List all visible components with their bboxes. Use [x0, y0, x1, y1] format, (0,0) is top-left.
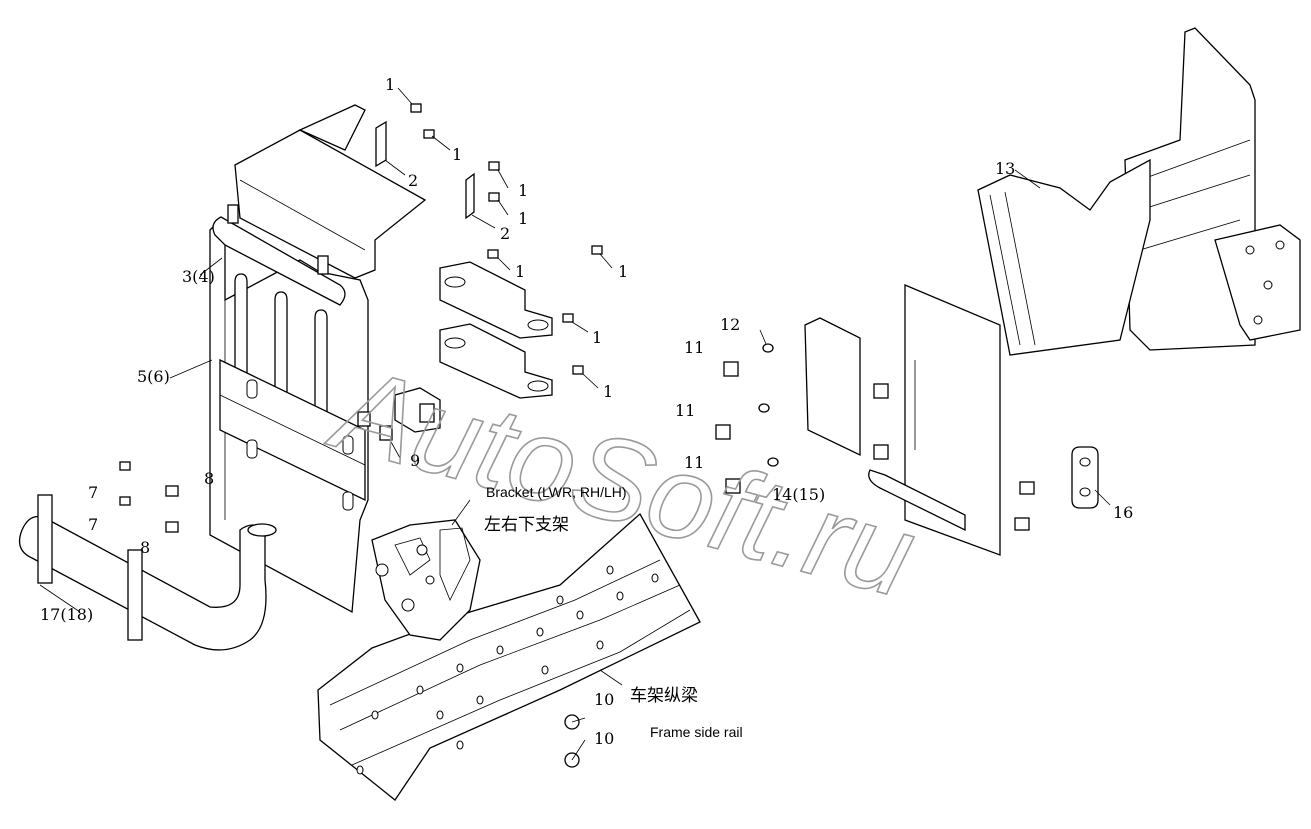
leader-lines [39, 87, 1111, 761]
annotation-notes: Bracket (LWR, RH/LH) 左右下支架 车架纵梁 Frame si… [484, 484, 743, 740]
callout-1: 1 [603, 382, 613, 401]
callout-5-6: 5(6) [137, 367, 170, 386]
step-tube-17-18 [18, 494, 277, 651]
callout-7: 7 [88, 483, 98, 502]
callout-1: 1 [452, 145, 462, 164]
upper-support-bracket [212, 104, 427, 306]
callout-labels: 1 1 1 1 1 1 1 1 2 2 3(4) 5(6) 7 7 8 8 9 … [40, 75, 1133, 748]
callout-11: 11 [684, 453, 704, 472]
callout-9: 9 [410, 451, 420, 470]
callout-16: 16 [1113, 503, 1133, 522]
callout-13: 13 [995, 159, 1015, 178]
callout-8: 8 [140, 538, 150, 557]
callout-17-18: 17(18) [40, 605, 93, 624]
callout-11: 11 [675, 401, 695, 420]
callout-11: 11 [684, 338, 704, 357]
right-plate-16 [1071, 446, 1099, 509]
rail-label-en: Frame side rail [650, 724, 743, 740]
step-box-panel [209, 224, 369, 614]
right-panel-14-15 [804, 284, 1001, 556]
callout-1: 1 [618, 262, 628, 281]
callout-10: 10 [594, 729, 614, 748]
callout-8: 8 [204, 469, 214, 488]
callout-7: 7 [88, 515, 98, 534]
callout-1: 1 [515, 262, 525, 281]
lower-bracket [371, 519, 481, 641]
callout-10: 10 [594, 690, 614, 709]
bracket-label-en: Bracket (LWR, RH/LH) [486, 484, 627, 500]
bracket-label-cn: 左右下支架 [484, 515, 569, 535]
callout-1: 1 [592, 328, 602, 347]
right-bracket-13 [977, 158, 1151, 356]
fasteners-right [715, 343, 1035, 531]
plate-2-pair [375, 120, 475, 220]
callout-3-4: 3(4) [182, 267, 215, 286]
callout-2: 2 [408, 171, 418, 190]
rail-label-cn: 车架纵梁 [630, 686, 698, 706]
callout-12: 12 [720, 315, 740, 334]
fasteners-left [119, 103, 603, 768]
right-frame-mount [1124, 27, 1301, 351]
callout-1: 1 [518, 181, 528, 200]
callout-1: 1 [518, 209, 528, 228]
callout-1: 1 [385, 75, 395, 94]
slotted-step-brackets [394, 261, 553, 433]
callout-14-15: 14(15) [772, 485, 825, 504]
callout-2: 2 [500, 224, 510, 243]
